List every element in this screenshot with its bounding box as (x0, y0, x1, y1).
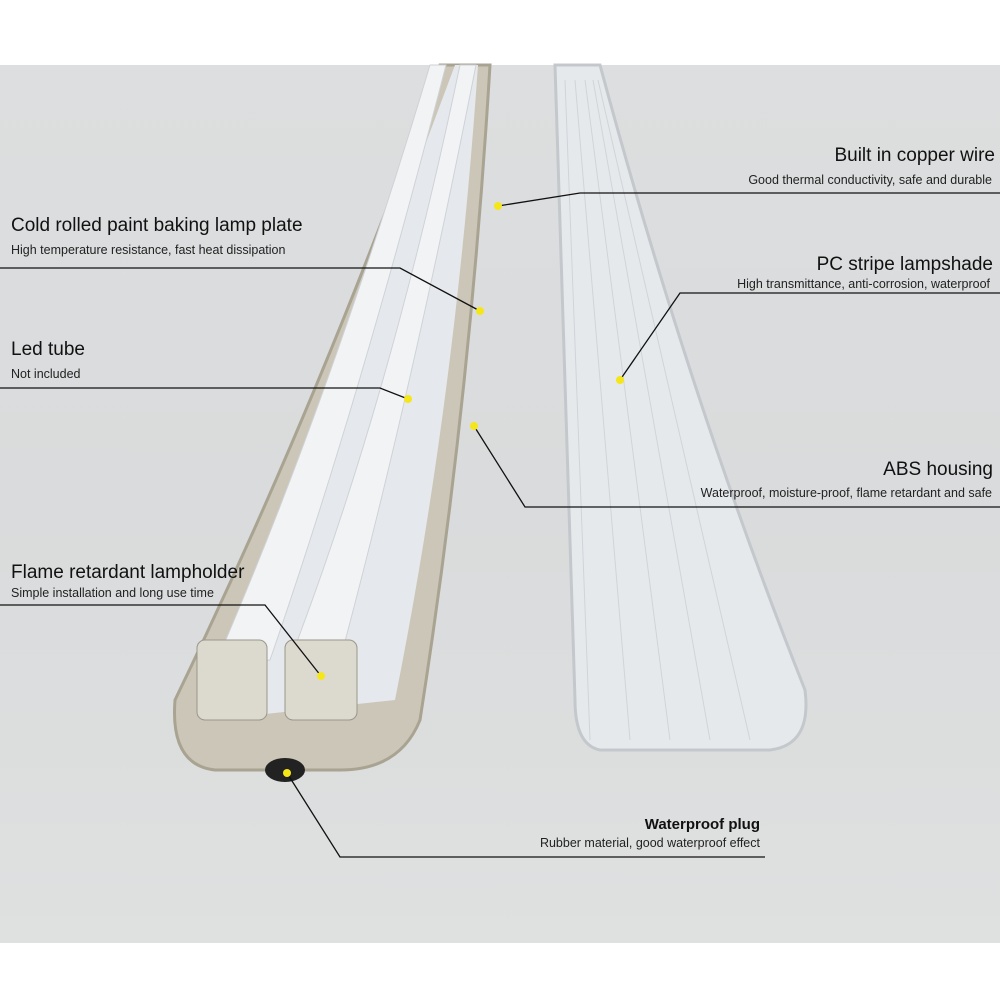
lampholder-left (196, 639, 268, 721)
callout-title-lamp-plate: Cold rolled paint baking lamp plate (11, 215, 303, 236)
callout-title-led-tube: Led tube (11, 339, 85, 360)
callout-desc-abs-housing: Waterproof, moisture-proof, flame retard… (700, 486, 992, 500)
callout-title-lampshade: PC stripe lampshade (816, 254, 993, 275)
callout-desc-lampholder: Simple installation and long use time (11, 586, 214, 600)
callout-title-lampholder: Flame retardant lampholder (11, 562, 245, 583)
callout-desc-copper-wire: Good thermal conductivity, safe and dura… (748, 173, 992, 187)
markers (283, 202, 624, 777)
pc-lampshade (553, 63, 808, 752)
product-photo (0, 65, 1000, 943)
callout-desc-led-tube: Not included (11, 367, 81, 381)
callout-title-copper-wire: Built in copper wire (834, 145, 995, 166)
callout-title-abs-housing: ABS housing (883, 459, 993, 480)
callout-desc-lamp-plate: High temperature resistance, fast heat d… (11, 243, 286, 257)
leader-lines (0, 192, 1000, 858)
callout-desc-waterproof-plug: Rubber material, good waterproof effect (539, 836, 760, 850)
callout-desc-lampshade: High transmittance, anti-corrosion, wate… (737, 277, 990, 291)
callout-title-waterproof-plug: Waterproof plug (644, 816, 760, 833)
